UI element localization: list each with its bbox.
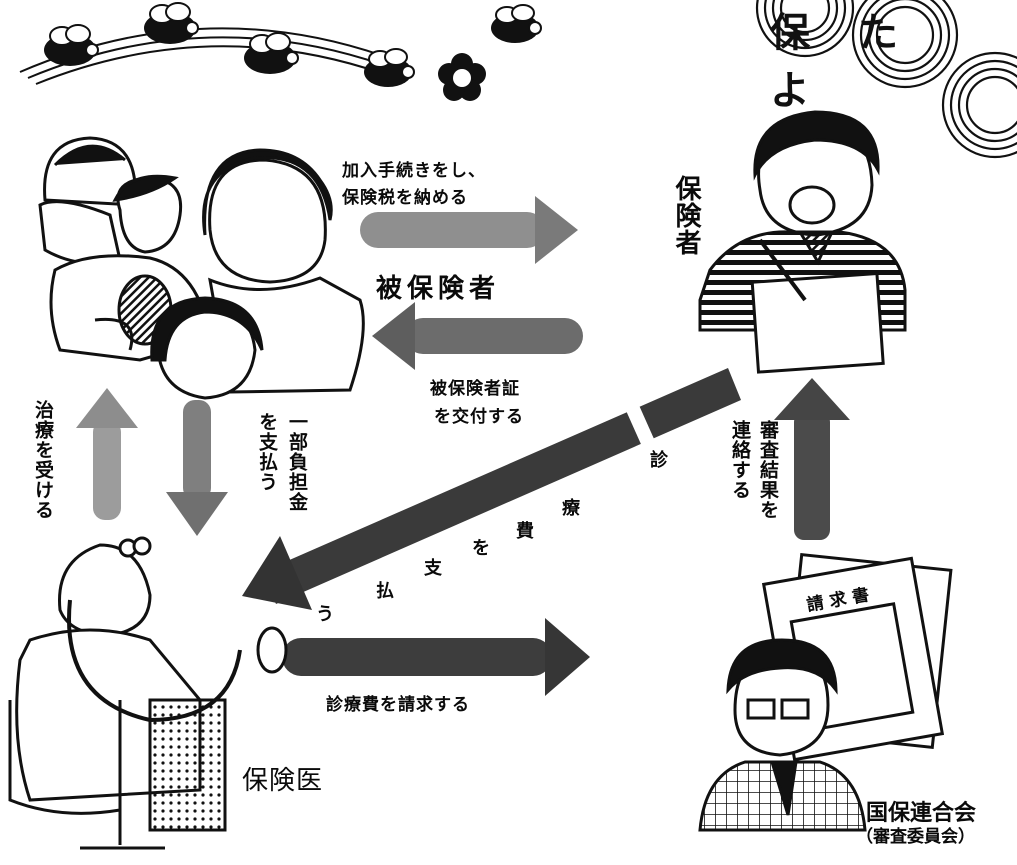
copay-label-line2: を支払う [256,412,278,492]
payment-char: う [316,604,334,625]
bee-icon [44,24,99,66]
copay-label-line1: 一部負担金 [286,412,308,512]
doctor-label: 保険医 [242,766,324,796]
arrow-card-to-insured [372,302,583,370]
family-illustration [38,136,365,400]
bee-icon [491,4,542,43]
federation-label-line2: （審査委員会） [856,827,975,847]
review-label-line1: 審査結果を [757,420,779,520]
arrow-pay-medical-fees [242,368,741,610]
doctor-illustration [8,536,288,850]
arrow-receive-treatment [76,388,138,520]
payment-char: を [472,538,490,559]
payment-char: 診 [650,450,668,471]
federation-label-line1: 国保連合会 [866,801,977,826]
corner-title-fragment: 保たよ [770,10,946,114]
insured-label: 被保険者 [376,274,501,304]
claim-label: 診療費を請求する [326,695,470,715]
flower-icon [438,53,486,101]
card-label-line2: を交付する [434,407,524,427]
concentric-circle-decoration [755,0,1017,159]
bee-icon [364,48,415,87]
bee-icon [244,32,299,74]
treatment-label: 治療を受ける [32,400,54,520]
insurer-illustration [698,110,907,374]
enroll-label-line1: 加入手続きをし、 [342,161,486,181]
insurer-label: 保険者 [671,175,701,256]
arrow-pay-copayment [166,400,228,536]
review-label-line2: 連絡する [729,420,751,500]
arrow-report-review [774,378,850,540]
enroll-label-line2: 保険税を納める [342,188,468,208]
card-label-line1: 被保険者証 [430,379,520,399]
arrow-claim-fees [282,618,590,696]
payment-char: 払 [376,581,394,602]
payment-char: 支 [424,558,442,579]
payment-char: 費 [516,521,534,542]
bee-icon [144,2,199,44]
reviewer-illustration [698,552,953,832]
payment-char: 療 [562,498,580,519]
arrow-enroll-to-insurer [360,196,578,264]
